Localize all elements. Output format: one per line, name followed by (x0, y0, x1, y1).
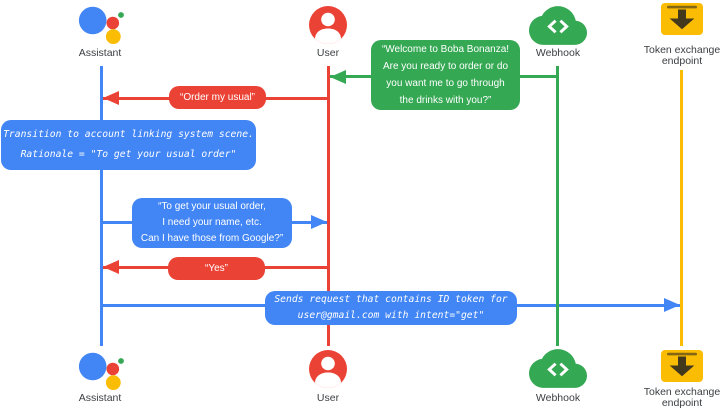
webhook-lifeline (556, 66, 559, 346)
arrowhead-left-icon (330, 70, 346, 84)
user-icon (309, 6, 347, 44)
token-endpoint-label: Token exchange endpoint (643, 386, 721, 409)
assistant-lifeline (100, 66, 103, 346)
token-endpoint-icon (661, 3, 703, 35)
assistant-label: Assistant (78, 47, 122, 59)
webhook-label: Webhook (535, 47, 581, 59)
sends-request-message-box: Sends request that contains ID token for… (265, 291, 517, 325)
order-usual-message-box: “Order my usual” (169, 86, 266, 109)
arrowhead-left-icon (103, 260, 119, 274)
welcome-message-box: “Welcome to Boba Bonanza! Are you ready … (371, 40, 520, 110)
user-lifeline (327, 66, 330, 346)
token-endpoint-icon (661, 350, 703, 382)
assistant-label: Assistant (78, 392, 122, 404)
token-endpoint-label: Token exchange endpoint (643, 44, 721, 67)
user-label: User (316, 47, 340, 59)
webhook-label: Webhook (535, 392, 581, 404)
arrowhead-right-icon (664, 298, 680, 312)
user-icon (309, 350, 347, 388)
transition-note-box: Transition to account linking system sce… (1, 120, 256, 170)
arrowhead-left-icon (103, 91, 119, 105)
webhook-icon (529, 6, 587, 45)
arrowhead-right-icon (311, 215, 327, 229)
yes-message-box: “Yes” (168, 257, 265, 280)
user-label: User (316, 392, 340, 404)
ask-details-message-box: “To get your usual order, I need your na… (132, 198, 292, 248)
token-endpoint-lifeline (680, 70, 683, 346)
webhook-icon (529, 349, 587, 388)
assistant-icon (78, 352, 124, 390)
assistant-icon (78, 6, 124, 44)
